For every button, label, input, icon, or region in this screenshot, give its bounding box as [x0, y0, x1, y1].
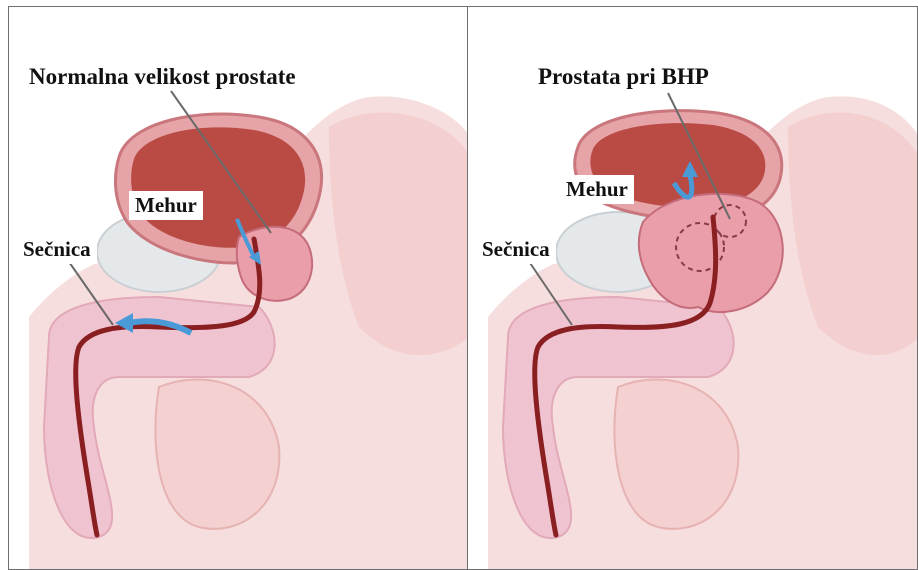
panel-title-normal: Normalna velikost prostate [29, 65, 296, 88]
panel-title-bph: Prostata pri BHP [538, 65, 709, 88]
urethra-label-bph: Sečnica [476, 235, 556, 264]
prostate-gland [237, 227, 312, 301]
normal-prostate-panel: Normalna velikost prostate Mehur Sečnica [8, 6, 469, 570]
bph-anatomy-illustration [468, 7, 918, 570]
bph-prostate-panel: Prostata pri BHP Mehur Sečnica [467, 6, 918, 570]
bladder-label-normal: Mehur [129, 191, 203, 220]
normal-anatomy-illustration [9, 7, 469, 570]
bladder-label-bph: Mehur [560, 175, 634, 204]
urethra-label-normal: Sečnica [17, 235, 97, 264]
